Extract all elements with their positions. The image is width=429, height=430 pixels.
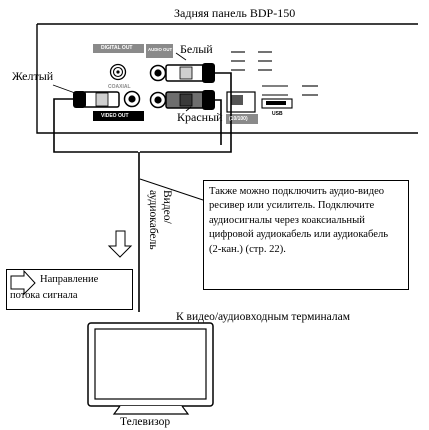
cable-label-line1: Видео/ — [161, 190, 173, 224]
yellow-label: Желтый — [12, 69, 54, 83]
note-box: Также можно подключить аудио-видео ресив… — [203, 180, 409, 290]
red-leader — [185, 106, 192, 112]
video-out-label: VIDEO OUT — [101, 113, 129, 119]
legend-line1: Направление — [40, 274, 99, 285]
usb-label: USB — [272, 111, 283, 117]
white-leader — [175, 52, 187, 61]
diagram-title: Задняя панель BDP-150 — [174, 6, 296, 20]
white-audio-cable — [140, 72, 232, 153]
video-plug-icon — [73, 91, 120, 108]
white-label: Белый — [180, 42, 213, 56]
lan-label: (10/100) — [229, 116, 248, 122]
cable-label: Видео/ аудиокабель — [146, 190, 174, 250]
legend-line2: потока сигнала — [10, 290, 78, 301]
white-audio-plug-icon — [165, 63, 215, 83]
yellow-leader — [52, 84, 76, 94]
tv-icon — [87, 322, 214, 415]
video-out-plate — [93, 111, 144, 121]
rear-panel — [36, 23, 418, 134]
red-label: Красный — [177, 110, 223, 124]
lan-port-icon — [226, 91, 258, 124]
audio-jack-lower-icon — [149, 91, 167, 109]
audio-jack-upper-icon — [149, 64, 167, 82]
red-audio-plug-icon — [165, 90, 215, 110]
video-cable — [53, 98, 138, 153]
coaxial-label: COAXIAL — [108, 84, 131, 90]
legend-arrow-icon — [10, 269, 36, 296]
cable-label-line2: аудиокабель — [147, 190, 159, 250]
signal-arrow-down-icon — [107, 230, 133, 258]
tv-label: Телевизор — [120, 416, 171, 428]
usb-port-icon — [261, 98, 293, 109]
note-leader — [139, 178, 204, 201]
digital-out-plate — [93, 44, 144, 53]
coaxial-jack-icon — [109, 63, 127, 81]
red-audio-cable — [215, 99, 222, 145]
legend-box — [6, 269, 133, 310]
digital-out-label: DIGITAL OUT — [101, 45, 133, 51]
audio-out-plate — [146, 44, 173, 58]
audio-out-label: AUDIO OUT — [148, 47, 173, 52]
video-jack-icon — [123, 90, 141, 108]
destination-label: К видео/аудиовходным терминалам — [176, 311, 350, 323]
